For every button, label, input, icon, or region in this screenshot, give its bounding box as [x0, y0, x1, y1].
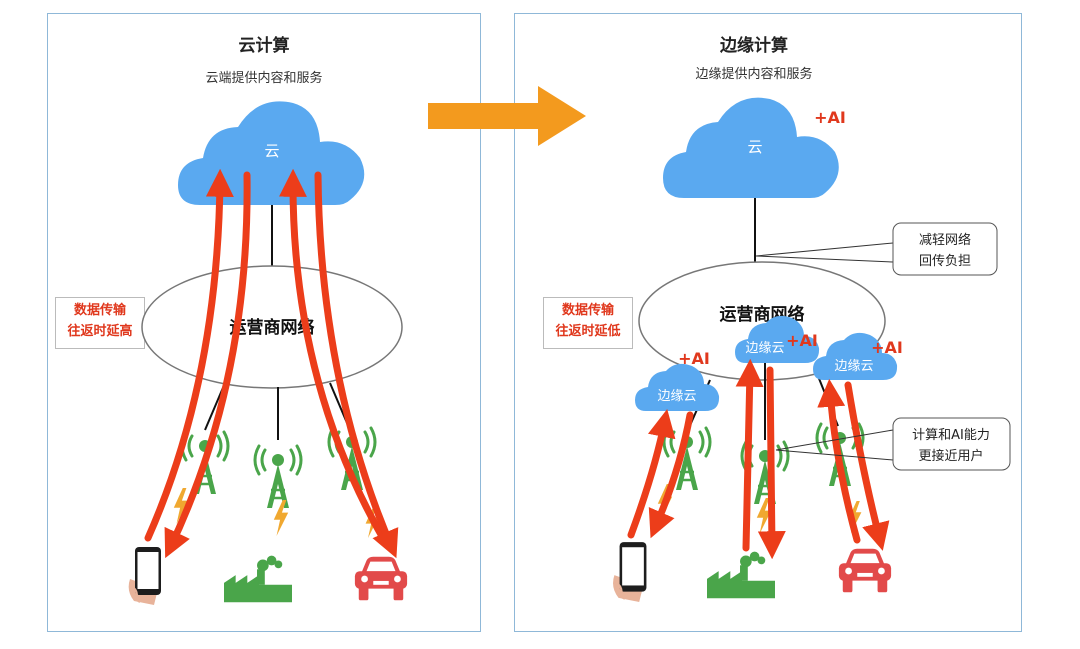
- cloud-ai-tag: +AI: [814, 108, 846, 127]
- latency-low-line1: 数据传输: [561, 303, 614, 318]
- tower-icon: [253, 444, 303, 510]
- latency-high-callout: 数据传输 往返时延高: [55, 297, 145, 349]
- edge-cloud-label: 边缘云: [834, 359, 873, 374]
- left-network-label: 运营商网络: [230, 317, 315, 338]
- backhaul-note-line2: 回传负担: [919, 254, 971, 269]
- edge-cloud-label: 边缘云: [657, 389, 696, 404]
- edge-ai-tag: +AI: [678, 349, 710, 368]
- short-latency-arrows: [627, 358, 890, 560]
- latency-high-line2: 往返时延高: [67, 324, 133, 339]
- edge-ai-tag: +AI: [786, 331, 818, 350]
- backhaul-note-box: [892, 222, 998, 276]
- latency-low-callout: 数据传输 往返时延低: [543, 297, 633, 349]
- arrow-right-icon: [428, 86, 586, 146]
- long-latency-arrows: [144, 168, 399, 559]
- latency-low-line2: 往返时延低: [555, 324, 621, 339]
- edge-cloud-right: 边缘云 +AI: [813, 332, 903, 380]
- backhaul-note-line1: 减轻网络: [919, 232, 971, 248]
- phone-icon: [128, 547, 161, 605]
- cloud-icon: [663, 97, 839, 198]
- right-cloud-label: 云: [747, 138, 762, 156]
- latency-high-line1: 数据传输: [73, 303, 126, 318]
- compute-note-line1: 计算和AI能力: [912, 428, 990, 443]
- left-panel-subtitle: 云端提供内容和服务: [205, 71, 323, 86]
- edge-cloud-label: 边缘云: [745, 341, 784, 356]
- car-icon: [838, 548, 892, 593]
- right-panel-title: 边缘计算: [720, 36, 788, 56]
- compute-note-line2: 更接近用户: [918, 448, 983, 464]
- car-icon: [354, 556, 408, 601]
- factory-icon: [707, 551, 775, 599]
- phone-icon: [613, 542, 647, 602]
- edge-cloud-left: 边缘云 +AI: [635, 349, 720, 411]
- edge-ai-tag: +AI: [871, 338, 903, 357]
- edge-cloud-center: 边缘云 +AI: [735, 315, 820, 363]
- right-panel-subtitle: 边缘提供内容和服务: [695, 67, 813, 82]
- left-panel-title: 云计算: [238, 36, 290, 56]
- compute-note-box: [892, 417, 1011, 471]
- left-cloud-label: 云: [264, 142, 279, 160]
- factory-icon: [224, 555, 292, 603]
